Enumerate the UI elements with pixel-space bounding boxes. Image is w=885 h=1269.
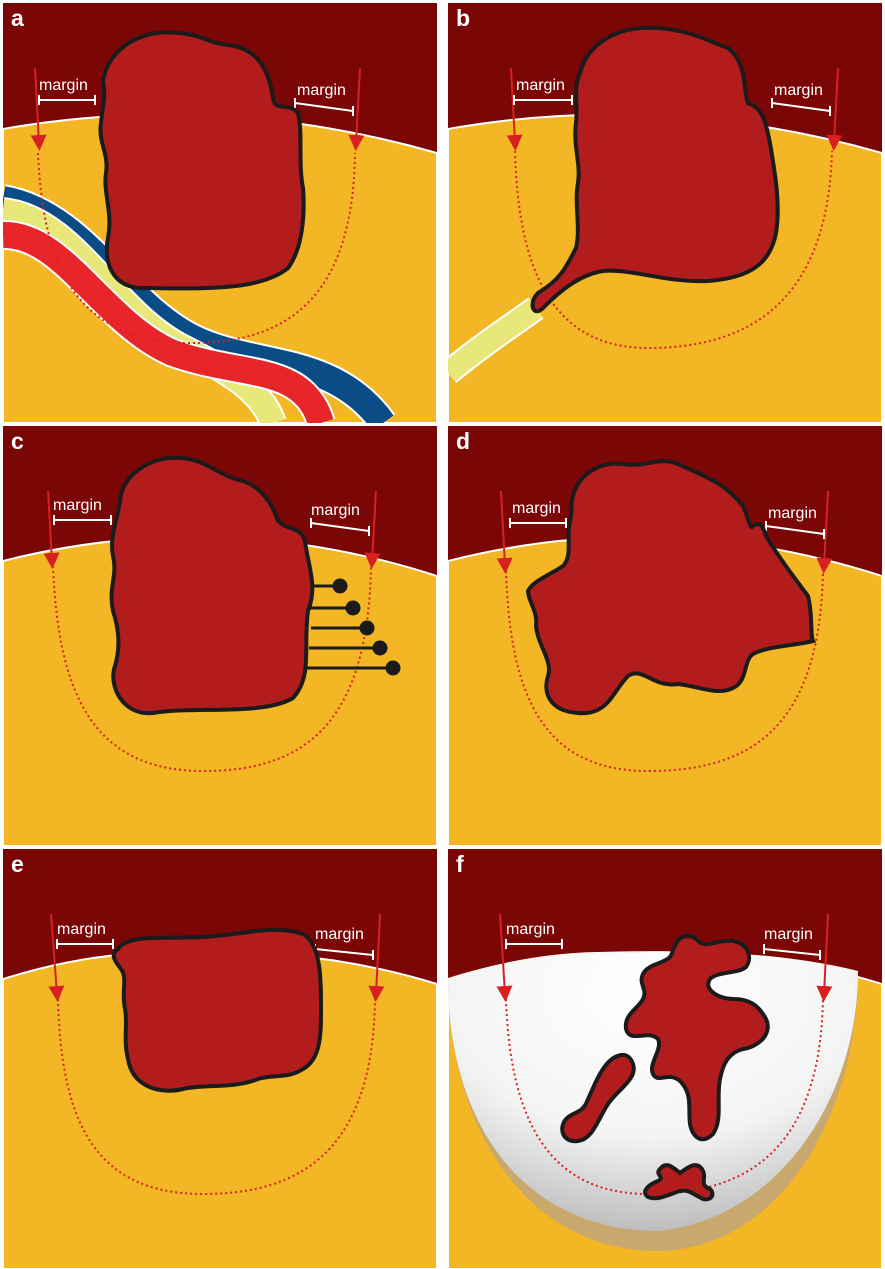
panel-letter: e	[11, 853, 24, 876]
margin-label-right: margin	[764, 927, 813, 943]
panel-letter: f	[456, 853, 464, 876]
margin-label-right: margin	[768, 506, 817, 522]
panel-c: c margin margin	[3, 426, 437, 846]
margin-label-right: margin	[315, 927, 364, 943]
panel-f: f margin margin	[448, 849, 882, 1269]
margin-label-left: margin	[506, 922, 555, 938]
panel-d-diagram	[448, 426, 882, 846]
margin-label-left: margin	[516, 78, 565, 94]
panel-c-diagram	[3, 426, 437, 846]
panel-letter: c	[11, 430, 24, 453]
panel-letter: b	[456, 7, 470, 30]
margin-label-left: margin	[39, 78, 88, 94]
panel-letter: a	[11, 7, 24, 30]
margin-label-right: margin	[774, 83, 823, 99]
panel-e: e margin margin	[3, 849, 437, 1269]
panel-b-diagram	[448, 3, 882, 423]
panel-e-diagram	[3, 849, 437, 1269]
panel-a: a margin margin	[3, 3, 437, 423]
panel-f-diagram	[448, 849, 882, 1269]
margin-label-left: margin	[57, 922, 106, 938]
panel-b: b margin margin	[448, 3, 882, 423]
panel-letter: d	[456, 430, 470, 453]
margin-label-left: margin	[512, 501, 561, 517]
tumor	[114, 930, 321, 1091]
panel-a-diagram	[3, 3, 437, 423]
margin-label-right: margin	[311, 503, 360, 519]
margin-label-left: margin	[53, 498, 102, 514]
panel-d: d margin margin	[448, 426, 882, 846]
margin-label-right: margin	[297, 83, 346, 99]
